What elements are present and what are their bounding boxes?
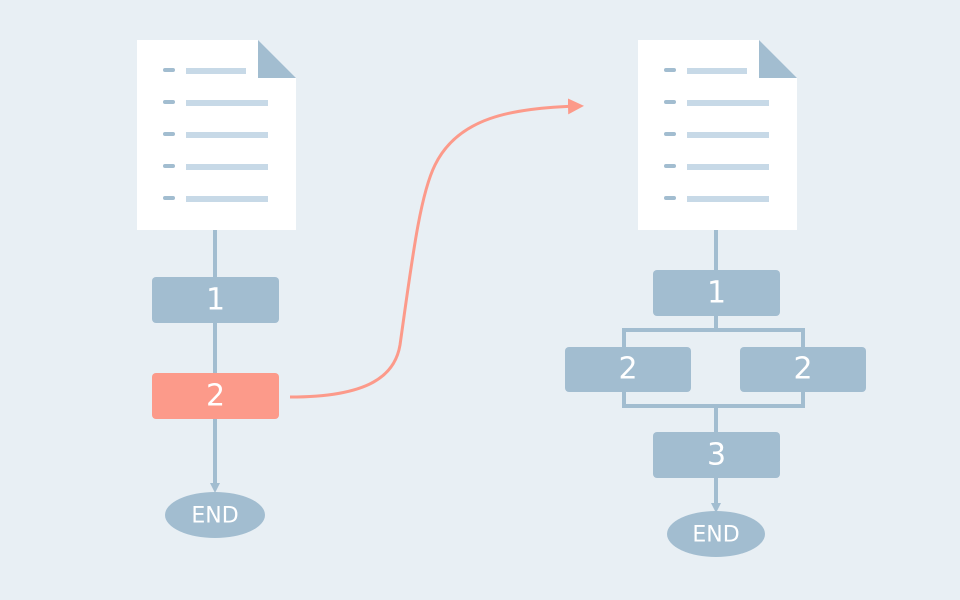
left-document-lines: [163, 68, 268, 202]
left-step-1[interactable]: 1: [152, 277, 279, 323]
right-step-2b[interactable]: 2: [740, 347, 866, 392]
right-end-node[interactable]: END: [667, 511, 765, 557]
left-document-icon: [137, 40, 296, 230]
right-step-2b-label: 2: [793, 352, 812, 387]
right-flow: 1 2 2 3 END: [565, 40, 866, 557]
right-step-2a-label: 2: [618, 352, 637, 387]
right-document-icon: [638, 40, 797, 230]
left-step-2-highlighted[interactable]: 2: [152, 373, 279, 419]
right-end-label: END: [692, 523, 739, 548]
left-end-node[interactable]: END: [165, 492, 265, 538]
right-step-3[interactable]: 3: [653, 432, 780, 478]
left-flow: 1 2 END: [137, 40, 296, 538]
right-step-1[interactable]: 1: [653, 270, 780, 316]
left-end-label: END: [191, 504, 238, 529]
right-step-2a[interactable]: 2: [565, 347, 691, 392]
right-document-lines: [664, 68, 769, 202]
left-step-1-label: 1: [206, 283, 225, 318]
right-connectors: [622, 230, 805, 513]
right-step-3-label: 3: [707, 438, 726, 473]
transform-arrow: [289, 98, 584, 399]
left-step-2-label: 2: [206, 379, 225, 414]
right-step-1-label: 1: [707, 276, 726, 311]
